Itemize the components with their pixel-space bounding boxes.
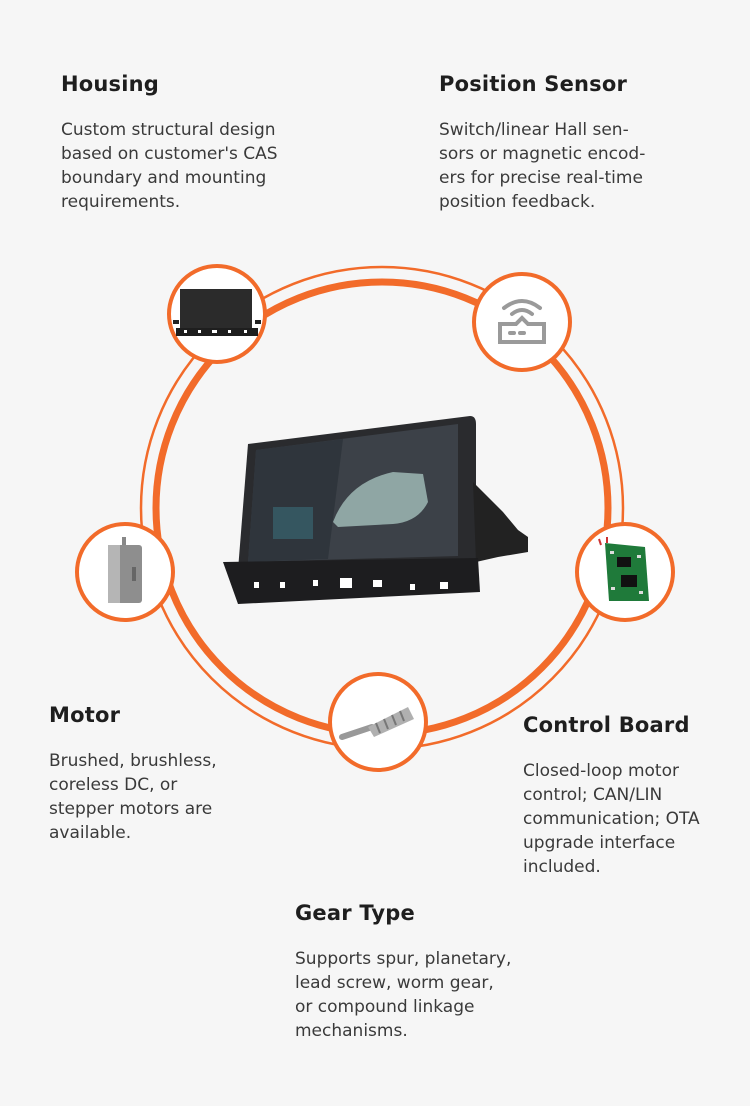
feature-control-board: Control Board Closed-loop motor control;… bbox=[523, 713, 700, 879]
feature-gear-type: Gear Type Supports spur, planetary, lead… bbox=[295, 901, 511, 1043]
gear-type-node bbox=[328, 672, 428, 772]
feature-description: Closed-loop motor control; CAN/LIN commu… bbox=[523, 761, 700, 877]
feature-title: Control Board bbox=[523, 713, 690, 737]
position-sensor-node bbox=[472, 272, 572, 372]
motor-node bbox=[75, 522, 175, 622]
feature-description: Supports spur, planetary, lead screw, wo… bbox=[295, 949, 512, 1041]
pcb-icon bbox=[598, 537, 649, 601]
feature-title: Position Sensor bbox=[439, 72, 628, 96]
feature-description: Switch/linear Hall sen- sors or magnetic… bbox=[439, 120, 646, 212]
worm-gear-icon bbox=[339, 707, 414, 740]
feature-title: Housing bbox=[61, 72, 160, 96]
feature-motor: Motor Brushed, brushless, coreless DC, o… bbox=[49, 703, 217, 845]
center-display-unit-image bbox=[223, 416, 528, 604]
feature-housing: Housing Custom structural design based o… bbox=[61, 72, 278, 214]
wireless-sensor-icon bbox=[498, 299, 546, 344]
feature-description: Custom structural design based on custom… bbox=[61, 120, 278, 212]
feature-title: Motor bbox=[49, 703, 121, 727]
motor-icon bbox=[108, 537, 142, 603]
feature-description: Brushed, brushless, coreless DC, or step… bbox=[49, 751, 217, 843]
control-board-node bbox=[575, 522, 675, 622]
feature-position-sensor: Position Sensor Switch/linear Hall sen- … bbox=[439, 72, 645, 214]
housing-node bbox=[167, 264, 267, 364]
housing-icon bbox=[173, 289, 261, 336]
feature-title: Gear Type bbox=[295, 901, 415, 925]
